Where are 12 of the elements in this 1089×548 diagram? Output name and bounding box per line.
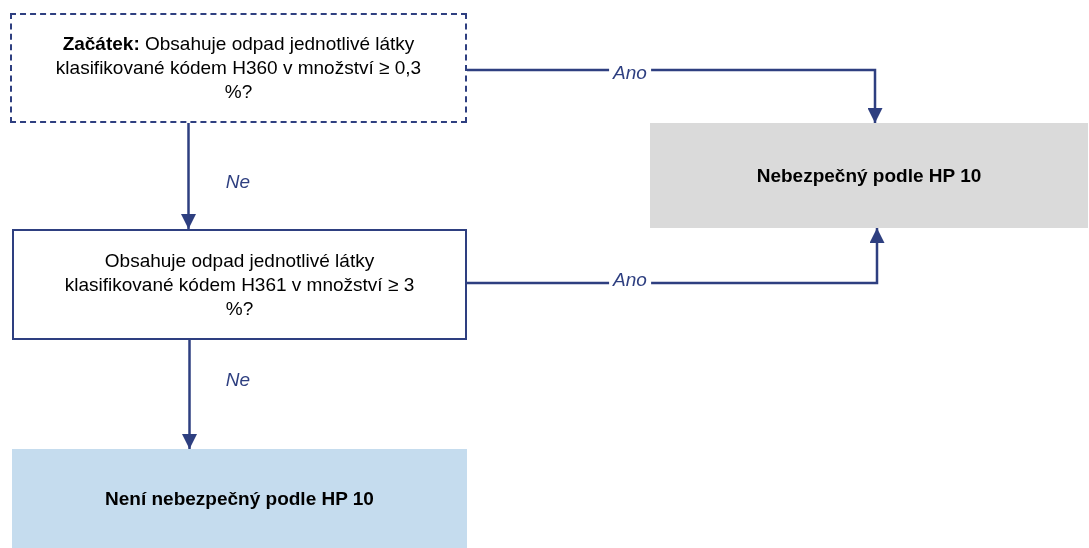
result-box [12,449,467,548]
question-box [12,229,467,340]
start-question-box [10,13,467,123]
box-text: Obsahuje odpad jednotlivé látky klasifikované kódem H361 v množství ≥ 3 %? [63,248,416,321]
arrow [467,228,885,285]
box-text: Začátek: Obsahuje odpad jednotlivé látky klasifikované kódem H360 v množství ≥ 0,3 %? [54,32,423,104]
result-box [650,123,1088,228]
arrow [182,340,197,449]
arrow [181,123,196,229]
arrow [467,68,883,123]
box-text: Není nebezpečný podle HP 10 [105,486,374,511]
box-text: Nebezpečný podle HP 10 [756,163,982,188]
